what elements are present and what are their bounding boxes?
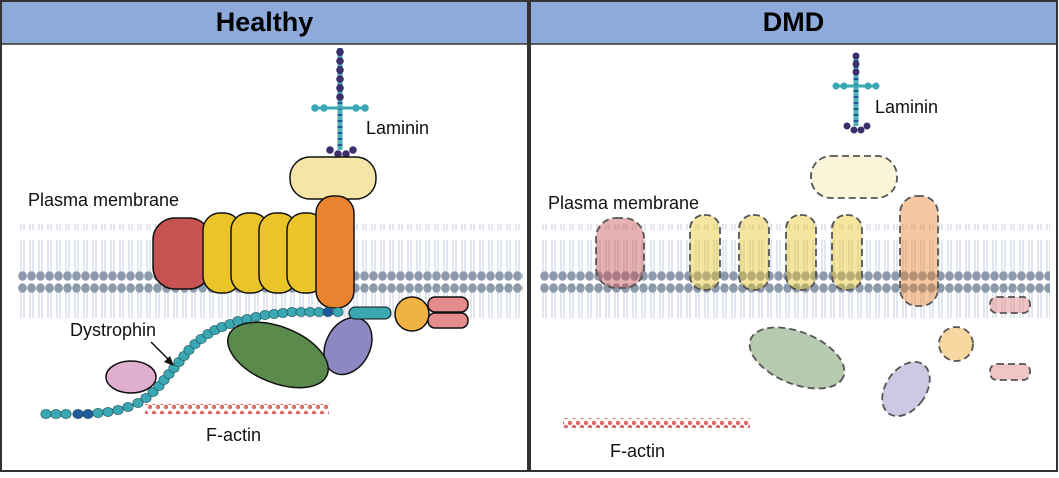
dmd-membrane-label: Plasma membrane <box>548 193 700 213</box>
dystrophin-chain <box>40 307 344 419</box>
dmd-sarcospan-faded-4 <box>831 214 863 291</box>
dystrophin-bead <box>102 407 114 417</box>
dystrophin-bead <box>140 393 152 403</box>
healthy-f-actin-label: F-actin <box>206 425 262 445</box>
healthy-f-actin <box>145 404 329 414</box>
dystrophin-bead <box>50 409 62 419</box>
dmd-beta-dystroglycan-faded <box>899 195 939 307</box>
healthy-pink-oval <box>105 360 157 394</box>
dmd-sarcoglycan-faded <box>595 217 645 289</box>
dystrophin-bead <box>40 409 52 419</box>
dystrophin-pointer-arrow <box>150 341 174 366</box>
dystrophin-bead <box>122 402 134 412</box>
dmd-f-actin <box>563 418 750 428</box>
dmd-panel <box>530 1 1057 428</box>
dmd-f-actin-label: F-actin <box>610 441 666 461</box>
healthy-header-bar <box>1 1 528 44</box>
dmd-laminin <box>832 52 880 134</box>
dystrophin-bead <box>60 409 72 419</box>
dystrophin-bead <box>82 409 94 419</box>
dmd-plasma-membrane <box>540 224 1050 318</box>
dystrophin-bead <box>92 408 104 418</box>
dmd-nnos-faded <box>881 360 931 418</box>
dmd-laminin-label: Laminin <box>875 97 939 117</box>
dmd-pink-bottom-faded <box>989 363 1031 381</box>
dmd-dystrobrevin-faded <box>938 326 974 362</box>
healthy-panel-title: Healthy <box>215 6 314 37</box>
dystrophin-bead <box>322 307 334 317</box>
dmd-sarcospan-faded-3 <box>785 214 817 291</box>
healthy-syntrophin <box>227 321 329 389</box>
dmd-alpha-dystroglycan-faded <box>810 155 898 199</box>
healthy-dystrobrevin-link <box>348 306 392 320</box>
healthy-beta-dystroglycan <box>315 195 355 309</box>
dmd-syntrophin-faded <box>748 326 846 390</box>
healthy-nnos <box>323 316 373 376</box>
healthy-laminin <box>311 48 369 158</box>
dystrophin-bead <box>250 312 262 322</box>
healthy-panel-border <box>0 0 529 472</box>
dmd-sarcospan-faded-1 <box>689 214 721 291</box>
healthy-membrane-label: Plasma membrane <box>28 190 180 210</box>
dmd-sarcospan-faded-2 <box>738 214 770 291</box>
dystrophin-bead <box>132 398 144 408</box>
healthy-dystrobrevin <box>394 296 430 332</box>
healthy-alpha-dystroglycan <box>289 156 377 200</box>
healthy-panel <box>1 1 528 419</box>
dmd-pink-top-faded <box>989 296 1031 314</box>
healthy-pink-bottom <box>427 312 469 329</box>
dystrophin-bead <box>332 307 344 317</box>
healthy-pink-top <box>427 296 469 313</box>
dystrophin-bead <box>72 409 84 419</box>
healthy-laminin-label: Laminin <box>366 118 430 138</box>
dmd-panel-title: DMD <box>762 6 825 37</box>
dmd-header-bar <box>530 1 1057 44</box>
dystrophin-label: Dystrophin <box>70 320 157 340</box>
dmd-panel-border <box>529 0 1058 472</box>
dystrophin-bead <box>112 405 124 415</box>
